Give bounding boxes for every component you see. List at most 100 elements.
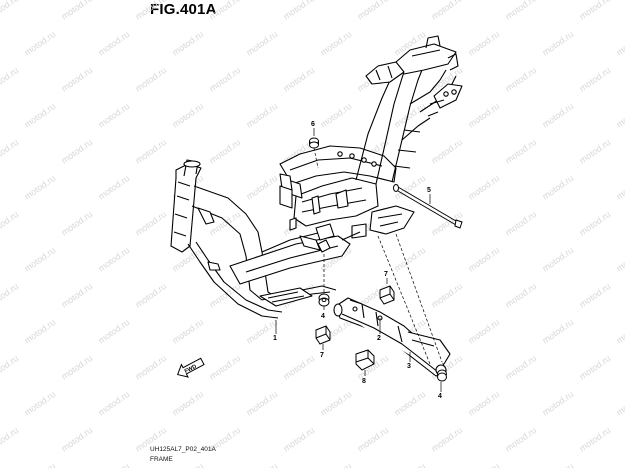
watermark-text: motod.ru [207,65,242,94]
watermark-text: motod.ru [22,29,57,58]
watermark-text: motod.ru [133,353,168,382]
callout-6: 6 [311,121,315,128]
watermark-text: motod.ru [355,0,390,22]
watermark-text: motod.ru [318,461,353,468]
watermark-text: motod.ru [466,101,501,130]
watermark-text: motod.ru [170,389,205,418]
watermark-text: motod.ru [429,281,464,310]
watermark-text: motod.ru [0,65,20,94]
bushing-4-upper [318,293,330,307]
section-name: FRAME [150,456,173,463]
rubber-mount-7-upper [379,285,395,305]
watermark-text: motod.ru [540,29,575,58]
watermark-text: motod.ru [244,101,279,130]
watermark-text: motod.ru [22,101,57,130]
watermark-text: motod.ru [0,137,20,166]
watermark-text: motod.ru [96,173,131,202]
watermark-text: motod.ru [96,245,131,274]
watermark-text: motod.ru [429,137,464,166]
callout-7a: 7 [384,271,388,278]
watermark-text: motod.ru [614,101,625,130]
callout-8: 8 [362,378,366,385]
watermark-text: motod.ru [59,209,94,238]
watermark-text: motod.ru [133,209,168,238]
watermark-text: motod.ru [207,281,242,310]
drawing-code: UH125AL7_P02_401A [150,446,216,453]
watermark-text: motod.ru [0,353,20,382]
watermark-text: motod.ru [96,461,131,468]
watermark-text: motod.ru [540,173,575,202]
watermark-text: motod.ru [22,389,57,418]
bolt-5 [393,184,463,229]
watermark-text: motod.ru [170,461,205,468]
watermark-text: motod.ru [96,317,131,346]
forward-arrow-icon: FWD [176,357,205,378]
watermark-text: motod.ru [540,461,575,468]
watermark-text: motod.ru [466,461,501,468]
watermark-text: motod.ru [207,137,242,166]
watermark-text: motod.ru [577,353,612,382]
watermark-text: motod.ru [244,29,279,58]
watermark-text: motod.ru [170,245,205,274]
watermark-text: motod.ru [503,209,538,238]
forward-arrow-label: FWD [184,364,198,375]
watermark-text: motod.ru [540,101,575,130]
watermark-text: motod.ru [318,101,353,130]
callout-2: 2 [377,335,381,342]
watermark-text: motod.ru [577,209,612,238]
watermark-text: motod.ru [244,461,279,468]
watermark-text: motod.ru [577,137,612,166]
watermark-text: motod.ru [22,317,57,346]
callout-labels: 1 2 3 4 4 5 6 7 7 8 [273,121,442,400]
watermark-text: motod.ru [355,425,390,454]
watermark-text: motod.ru [577,0,612,22]
watermark-text: motod.ru [133,281,168,310]
watermark-text: motod.ru [133,137,168,166]
watermark-text: motod.ru [503,65,538,94]
watermark-text: motod.ru [466,29,501,58]
watermark-text: motod.ru [59,0,94,22]
main-frame [170,35,463,319]
watermark-text: motod.ru [0,209,20,238]
damper-8 [355,349,375,371]
watermark-text: motod.ru [577,65,612,94]
watermark-text: motod.ru [281,0,316,22]
watermark-text: motod.ru [59,65,94,94]
callout-4a: 4 [321,313,325,320]
bushing-4-lower [437,369,447,382]
watermark-text: motod.ru [207,209,242,238]
watermark-text: motod.ru [503,0,538,22]
watermark-text: motod.ru [281,353,316,382]
watermark-text: motod.ru [503,425,538,454]
watermark-text: motod.ru [614,29,625,58]
watermark-text: motod.ru [503,137,538,166]
watermark-text: motod.ru [614,389,625,418]
watermark-text: motod.ru [170,317,205,346]
watermark-text: motod.ru [466,173,501,202]
watermark-text: motod.ru [59,281,94,310]
watermark-text: motod.ru [207,353,242,382]
watermark-text: motod.ru [614,245,625,274]
watermark-text: motod.ru [133,65,168,94]
watermark-text: motod.ru [577,281,612,310]
watermark-text: motod.ru [244,389,279,418]
watermark-text: motod.ru [207,0,242,22]
watermark-text: motod.ru [59,353,94,382]
callout-4b: 4 [438,393,442,400]
watermark-text: motod.ru [170,101,205,130]
watermark-text: motod.ru [281,65,316,94]
watermark-text: motod.ru [96,389,131,418]
extension-lines [313,147,443,365]
watermark-text: motod.ru [96,29,131,58]
watermark-text: motod.ru [318,389,353,418]
watermark-text: motod.ru [0,0,20,22]
watermark-text: motod.ru [392,461,427,468]
watermark-text: motod.ru [96,101,131,130]
watermark-text: motod.ru [614,173,625,202]
rubber-mount-7-lower [315,325,331,345]
callout-1: 1 [273,335,277,342]
watermark-text: motod.ru [429,0,464,22]
watermark-text: motod.ru [318,29,353,58]
engine-mount-bracket [333,297,451,377]
watermark-text: motod.ru [133,0,168,22]
